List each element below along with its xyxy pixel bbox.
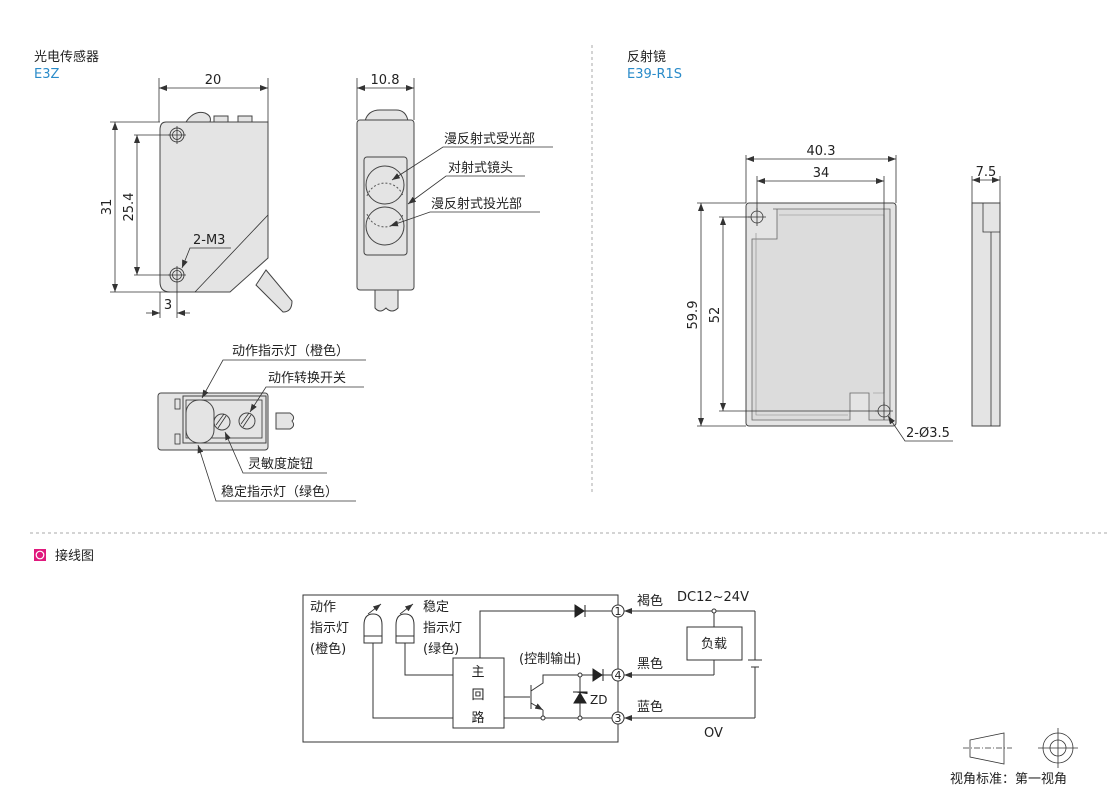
ground-label: OV bbox=[704, 726, 723, 741]
zener-diode-icon bbox=[573, 691, 588, 704]
label-lens: 对射式镜头 bbox=[448, 160, 513, 176]
main-circuit-box bbox=[452, 657, 505, 729]
main-circuit-label: 路 bbox=[471, 710, 484, 726]
led2-label: 指示灯 bbox=[423, 621, 462, 636]
reflector-section: 反射镜 E39-R1S 40.3 34 59.9 52 2-Ø3.5 7.5 bbox=[627, 49, 1001, 442]
dim-width: 20 bbox=[205, 73, 222, 88]
label-emitter: 漫反射式投光部 bbox=[431, 196, 522, 212]
main-circuit-label: 回 bbox=[471, 688, 484, 703]
dim-reflector-width: 40.3 bbox=[807, 144, 836, 159]
control-output-label: (控制输出) bbox=[519, 651, 581, 667]
dim-depth: 10.8 bbox=[371, 73, 400, 88]
led1-label: (橙色) bbox=[310, 641, 346, 657]
terminal-1: 1 bbox=[615, 605, 622, 618]
dim-reflector-holes: 2-Ø3.5 bbox=[906, 426, 950, 441]
reflector-side bbox=[971, 202, 1001, 427]
sensor-front-view: 20 31 25.4 3 2-M3 bbox=[100, 73, 293, 318]
first-angle-cone-icon bbox=[969, 732, 1005, 765]
label-sensitivity-knob: 灵敏度旋钮 bbox=[248, 456, 313, 472]
reflector-title: 反射镜 bbox=[627, 49, 666, 65]
supply-voltage-label: DC12~24V bbox=[677, 590, 749, 605]
label-mode-switch: 动作转换开关 bbox=[268, 371, 346, 386]
dim-hole-pitch: 25.4 bbox=[122, 193, 137, 222]
led1-label: 指示灯 bbox=[310, 621, 349, 636]
wire-blue-label: 蓝色 bbox=[637, 699, 663, 715]
reflector-model: E39-R1S bbox=[627, 67, 682, 82]
dim-hole-offset: 3 bbox=[164, 298, 172, 313]
wiring-diagram: 动作 指示灯 (橙色) 稳定 指示灯 (绿色) 主 回 路 (控制输出) ZD bbox=[302, 590, 762, 743]
wire-black-label: 黑色 bbox=[637, 656, 663, 672]
zener-label: ZD bbox=[590, 693, 607, 707]
diode-icon bbox=[574, 604, 586, 618]
led1-label: 动作 bbox=[310, 600, 336, 615]
led2-label: 稳定 bbox=[423, 599, 449, 615]
sensor-model: E3Z bbox=[34, 67, 59, 82]
wire-brown-label: 褐色 bbox=[637, 593, 663, 609]
terminal-3: 3 bbox=[615, 712, 622, 725]
led-orange-icon bbox=[363, 613, 383, 644]
label-action-led: 动作指示灯（橙色） bbox=[232, 343, 349, 359]
dim-reflector-hole-y: 52 bbox=[708, 307, 723, 324]
output-diode-icon bbox=[592, 668, 604, 682]
sensor-title: 光电传感器 bbox=[34, 49, 99, 65]
terminal-4: 4 bbox=[615, 669, 622, 682]
dim-reflector-hole-x: 34 bbox=[813, 166, 830, 181]
load-label: 负载 bbox=[701, 637, 727, 652]
sensor-section: 光电传感器 E3Z 20 31 25.4 bbox=[34, 49, 553, 502]
wiring-title: 接线图 bbox=[55, 548, 94, 564]
label-receiver: 漫反射式受光部 bbox=[444, 131, 535, 147]
dim-height: 31 bbox=[100, 199, 115, 216]
main-circuit-label: 主 bbox=[471, 665, 484, 680]
label-stable-led: 稳定指示灯（绿色） bbox=[221, 484, 338, 500]
projection-label: 视角标准：第一视角 bbox=[950, 772, 1067, 787]
load-box bbox=[686, 626, 743, 661]
projection-symbol: 视角标准：第一视角 bbox=[950, 728, 1078, 787]
dim-reflector-height: 59.9 bbox=[686, 301, 701, 330]
dim-holes: 2-M3 bbox=[193, 233, 225, 248]
led2-label: (绿色) bbox=[423, 641, 459, 657]
sensor-side-view: 10.8 漫反射式受光部 对射式镜头 漫反射式投光部 bbox=[356, 73, 553, 312]
dim-reflector-depth: 7.5 bbox=[976, 165, 997, 180]
sensor-top-view: 动作指示灯（橙色） 动作转换开关 灵敏度旋钮 稳定指示灯（绿色） bbox=[157, 343, 366, 502]
led-green-icon bbox=[395, 613, 415, 644]
wiring-section-header: 接线图 bbox=[34, 548, 94, 564]
